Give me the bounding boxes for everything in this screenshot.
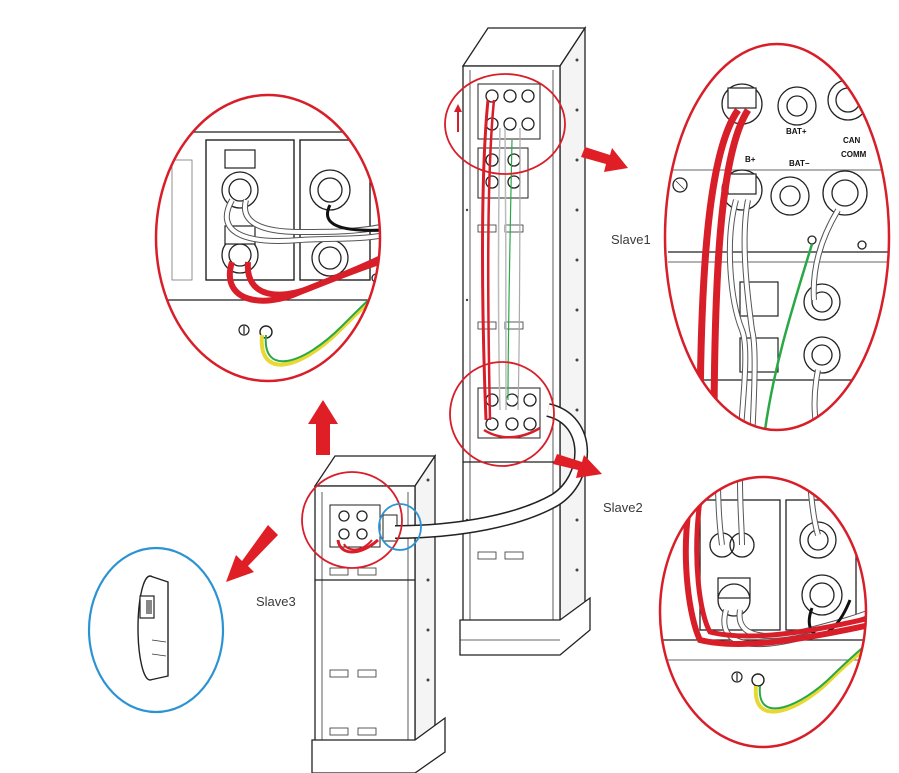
arrow-to-slave2-detail — [553, 454, 602, 478]
short-battery-cabinet — [311, 453, 446, 773]
callout-marker-slave1 — [444, 73, 566, 175]
detail-terminator — [87, 546, 225, 714]
detail-top-left — [154, 93, 382, 383]
terminal-label-comm: COMM — [841, 150, 867, 159]
terminal-label-bat-plus: BAT+ — [786, 127, 807, 136]
callout-marker-slave3 — [301, 471, 403, 569]
arrow-to-terminator-detail — [226, 525, 278, 582]
callout-marker-terminator — [378, 503, 422, 551]
detail-slave2 — [658, 475, 868, 749]
communication-cable — [394, 403, 589, 539]
tall-battery-cabinet — [454, 25, 591, 656]
label-slave1: Slave1 — [611, 232, 651, 247]
arrow-to-top-left-detail — [308, 400, 338, 455]
terminal-label-can: CAN — [843, 136, 861, 145]
callout-marker-slave2 — [449, 361, 555, 467]
detail-slave1: BAT+ CAN B+ BAT− COMM — [663, 42, 891, 432]
terminal-label-bat-minus: BAT− — [789, 159, 810, 168]
arrow-to-slave1-detail — [581, 147, 628, 172]
label-slave2: Slave2 — [603, 500, 643, 515]
label-slave3: Slave3 — [256, 594, 296, 609]
terminal-label-b-plus: B+ — [745, 155, 756, 164]
